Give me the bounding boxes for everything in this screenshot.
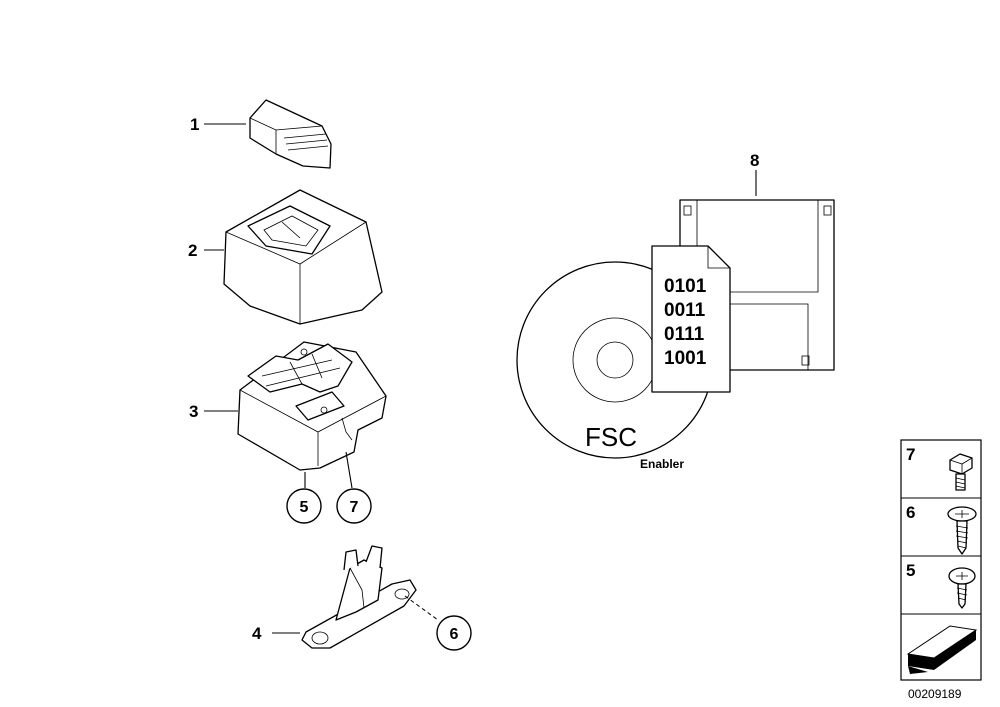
svg-text:6: 6 [450,626,459,643]
callout-circle-7-upper: 7 [336,488,372,524]
self-tapping-screw-icon [947,506,977,555]
callout-4: 4 [252,624,262,643]
svg-text:5: 5 [300,499,309,516]
binary-line-1: 0101 [664,276,707,297]
callout-2: 2 [188,241,197,260]
part-8-software: 0101 0011 0111 1001 FSC Enabler [516,199,835,471]
callout-1: 1 [190,115,199,134]
callout-circle-5-upper: 5 [286,488,322,524]
legend-number-7: 7 [906,445,915,464]
callout-8: 8 [750,151,759,170]
binary-line-4: 1001 [664,348,707,369]
part-4-bracket [301,545,417,649]
part-3-module [237,341,387,471]
legend-number-5: 5 [906,561,915,580]
callout-3: 3 [189,402,198,421]
callout-circle-6-lower: 6 [436,615,472,651]
phillips-screw-icon [948,567,976,609]
document-number: 00209189 [908,687,962,701]
binary-line-3: 0111 [664,324,705,345]
binary-line-2: 0011 [664,300,706,321]
part-2-cover [223,189,383,325]
legend-number-6: 6 [906,503,915,522]
disc-sublabel: Enabler [640,457,684,471]
direction-arrow-icon [906,625,978,674]
part-1-switch-cap [249,99,332,169]
hex-bolt-icon [949,453,973,491]
disc-label: FSC [585,422,637,452]
svg-text:7: 7 [350,499,359,516]
legend-panel: 7 6 5 [900,439,982,681]
